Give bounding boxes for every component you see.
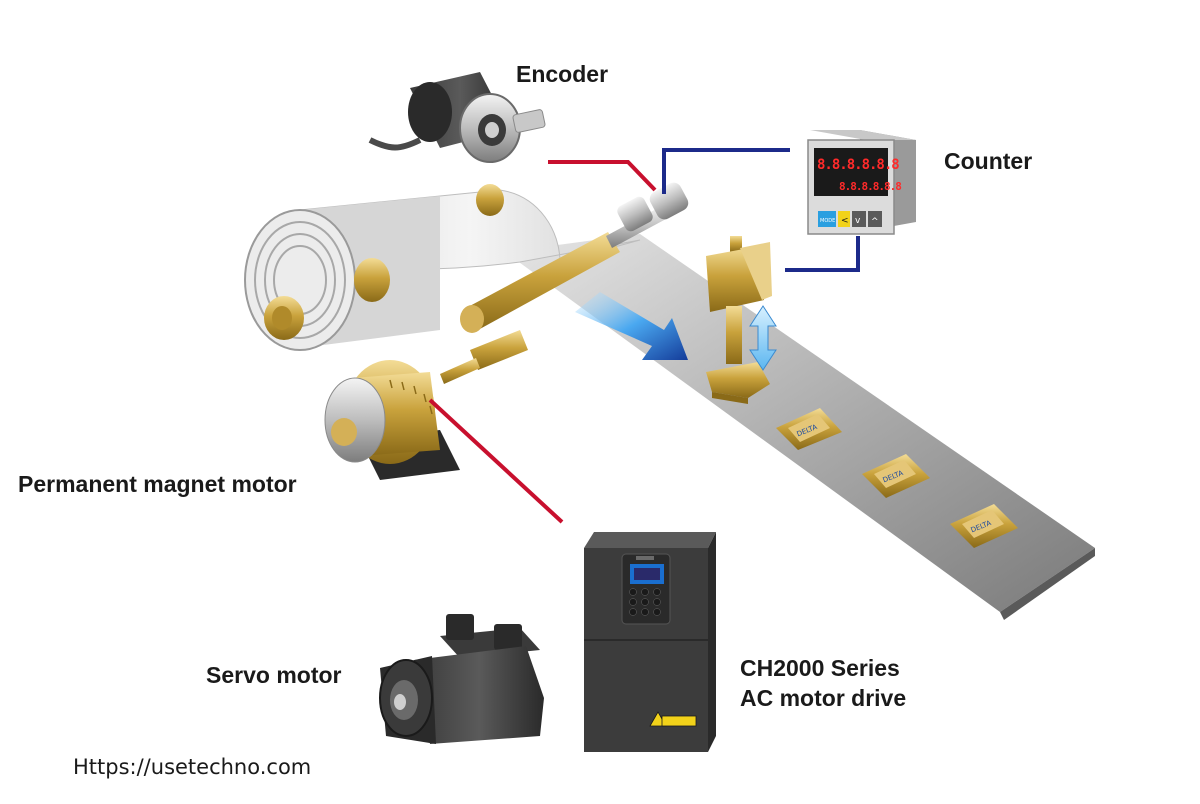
- ac-motor-drive-label: CH2000 Series AC motor drive: [740, 654, 906, 714]
- signal-wires: [428, 148, 860, 524]
- sensor-head: [706, 236, 772, 404]
- belt-direction-arrow: [575, 292, 688, 360]
- ac-motor-drive-label-line1: CH2000 Series: [740, 655, 900, 681]
- counter-device: [807, 130, 916, 235]
- website-url: Https://usetechno.com: [73, 755, 312, 779]
- product-tile: DELTA: [950, 504, 1018, 548]
- product-tile: DELTA: [862, 454, 930, 498]
- ac-motor-drive-label-line2: AC motor drive: [740, 684, 907, 711]
- drive-roller: [460, 182, 689, 333]
- vertical-motion-arrow: [749, 305, 777, 371]
- material-roll: [244, 184, 504, 351]
- servo-motor: [379, 614, 544, 744]
- servo-motor-label: Servo motor: [206, 662, 342, 688]
- encoder: [368, 72, 546, 163]
- product-tiles: DELTA DELTA DELTA: [776, 408, 1018, 548]
- ac-motor-drive: [584, 532, 716, 752]
- lower-roller: [440, 330, 528, 384]
- counter-label: Counter: [944, 148, 1033, 174]
- permanent-magnet-motor: [324, 360, 460, 480]
- permanent-magnet-motor-label: Permanent magnet motor: [18, 471, 297, 497]
- encoder-label: Encoder: [516, 61, 609, 87]
- product-tile: DELTA: [776, 408, 842, 450]
